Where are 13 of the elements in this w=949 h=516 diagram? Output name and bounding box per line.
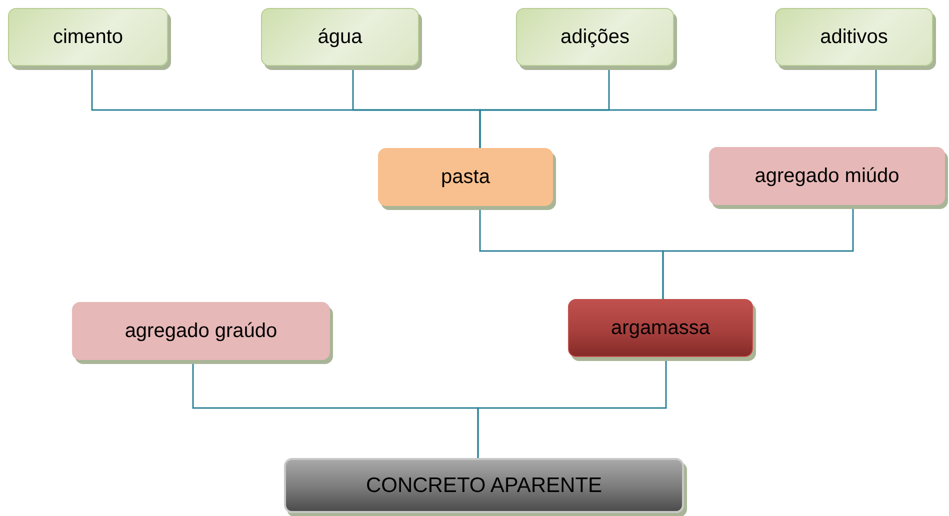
process-box bbox=[72, 302, 330, 360]
node-label: aditivos bbox=[820, 26, 888, 48]
process-box bbox=[378, 148, 553, 206]
node-label: CONCRETO APARENTE bbox=[366, 474, 602, 498]
process-box bbox=[709, 147, 945, 205]
node-label: agregado graúdo bbox=[124, 320, 278, 342]
node-label: cimento bbox=[52, 26, 124, 48]
node-label: argamassa bbox=[611, 316, 710, 340]
node-label: adições bbox=[560, 26, 630, 48]
node-label: agregado miúdo bbox=[754, 164, 900, 188]
process-box bbox=[284, 458, 684, 513]
node-label: água bbox=[318, 26, 362, 48]
node-label: pasta bbox=[441, 166, 490, 188]
